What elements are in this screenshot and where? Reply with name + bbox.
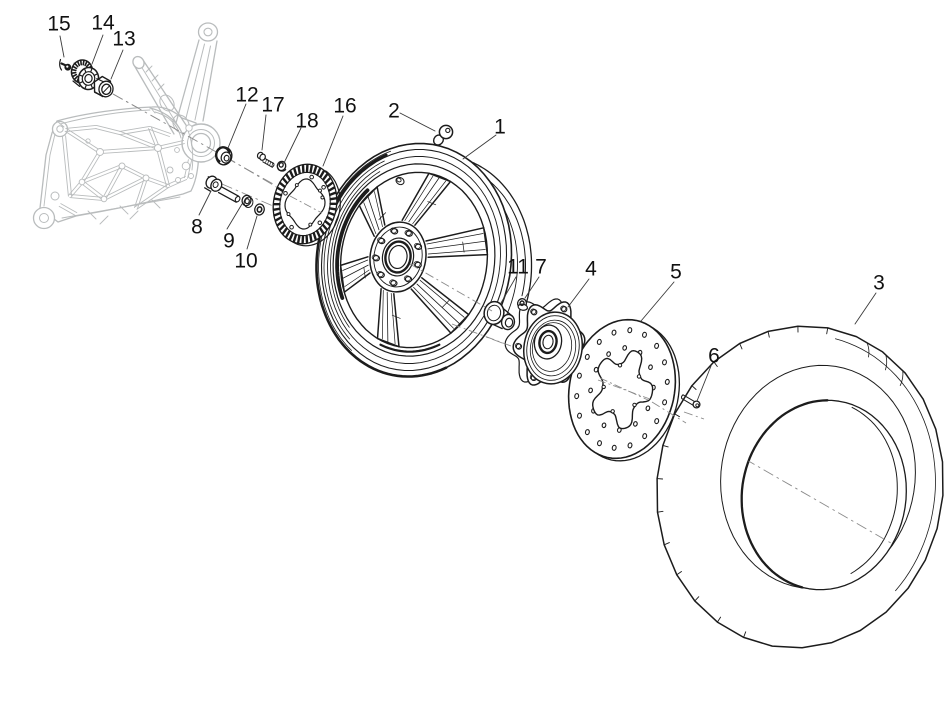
svg-text:7: 7 bbox=[535, 256, 547, 279]
svg-text:15: 15 bbox=[47, 13, 70, 36]
svg-text:11: 11 bbox=[507, 256, 529, 279]
svg-text:5: 5 bbox=[670, 261, 682, 284]
svg-text:12: 12 bbox=[235, 84, 258, 107]
svg-text:9: 9 bbox=[223, 230, 235, 253]
svg-text:3: 3 bbox=[873, 272, 885, 295]
svg-text:13: 13 bbox=[112, 28, 135, 51]
svg-text:6: 6 bbox=[708, 345, 720, 368]
svg-text:2: 2 bbox=[388, 100, 400, 123]
svg-text:1: 1 bbox=[494, 116, 506, 139]
svg-text:18: 18 bbox=[295, 110, 318, 133]
svg-text:16: 16 bbox=[333, 95, 356, 118]
svg-text:10: 10 bbox=[234, 250, 257, 273]
svg-text:4: 4 bbox=[585, 258, 597, 281]
svg-text:14: 14 bbox=[91, 12, 115, 35]
svg-text:17: 17 bbox=[261, 94, 284, 117]
svg-text:8: 8 bbox=[191, 216, 203, 239]
